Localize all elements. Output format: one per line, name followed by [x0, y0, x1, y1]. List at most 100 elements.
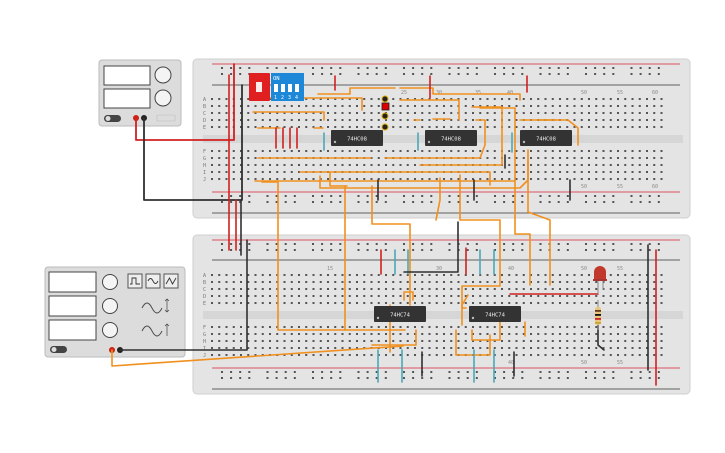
breadboard-hole[interactable]	[293, 67, 296, 69]
breadboard-hole[interactable]	[247, 295, 250, 297]
breadboard-hole[interactable]	[290, 126, 293, 128]
chip-74hc08-2[interactable]: 74HC08	[425, 130, 477, 146]
breadboard-hole[interactable]	[653, 354, 656, 356]
breadboard-hole[interactable]	[399, 164, 402, 166]
breadboard-hole[interactable]	[653, 302, 656, 304]
breadboard-hole[interactable]	[211, 105, 213, 107]
breadboard-hole[interactable]	[646, 347, 648, 349]
breadboard-hole[interactable]	[515, 347, 518, 349]
breadboard-hole[interactable]	[508, 333, 511, 335]
breadboard-hole[interactable]	[660, 295, 663, 297]
breadboard-hole[interactable]	[254, 340, 257, 342]
breadboard-hole[interactable]	[612, 371, 615, 373]
breadboard-hole[interactable]	[479, 326, 482, 328]
breadboard-hole[interactable]	[522, 326, 525, 328]
breadboard-hole[interactable]	[648, 73, 651, 75]
breadboard-hole[interactable]	[457, 333, 460, 335]
breadboard-hole[interactable]	[479, 347, 482, 349]
breadboard-hole[interactable]	[430, 195, 433, 197]
breadboard-hole[interactable]	[624, 354, 627, 356]
breadboard-hole[interactable]	[298, 333, 300, 335]
breadboard-hole[interactable]	[276, 105, 279, 107]
breadboard-hole[interactable]	[290, 288, 293, 290]
breadboard-hole[interactable]	[421, 340, 424, 342]
breadboard-hole[interactable]	[232, 302, 235, 304]
breadboard-hole[interactable]	[319, 150, 322, 152]
breadboard-hole[interactable]	[247, 157, 250, 159]
breadboard-hole[interactable]	[503, 371, 506, 373]
breadboard-hole[interactable]	[428, 105, 431, 107]
breadboard-hole[interactable]	[522, 295, 525, 297]
breadboard-hole[interactable]	[218, 112, 221, 114]
breadboard-hole[interactable]	[508, 150, 511, 152]
breadboard-hole[interactable]	[580, 302, 583, 304]
breadboard-hole[interactable]	[508, 274, 511, 276]
breadboard-hole[interactable]	[617, 126, 619, 128]
breadboard-hole[interactable]	[638, 302, 641, 304]
breadboard-hole[interactable]	[530, 274, 532, 276]
breadboard-hole[interactable]	[421, 377, 424, 379]
breadboard-hole[interactable]	[630, 73, 633, 75]
breadboard-hole[interactable]	[247, 288, 250, 290]
breadboard-hole[interactable]	[247, 112, 250, 114]
breadboard-hole[interactable]	[631, 333, 634, 335]
breadboard-hole[interactable]	[421, 67, 424, 69]
breadboard-hole[interactable]	[221, 73, 223, 75]
breadboard-hole[interactable]	[464, 178, 467, 180]
breadboard-hole[interactable]	[370, 333, 373, 335]
breadboard-hole[interactable]	[573, 302, 576, 304]
breadboard-hole[interactable]	[450, 274, 453, 276]
breadboard-hole[interactable]	[305, 288, 308, 290]
breadboard-hole[interactable]	[603, 371, 606, 373]
breadboard-hole[interactable]	[450, 281, 453, 283]
breadboard-hole[interactable]	[486, 112, 489, 114]
breadboard-hole[interactable]	[457, 371, 460, 373]
breadboard-hole[interactable]	[544, 126, 547, 128]
breadboard-hole[interactable]	[566, 112, 569, 114]
breadboard-hole[interactable]	[494, 67, 496, 69]
breadboard-hole[interactable]	[624, 333, 627, 335]
breadboard-hole[interactable]	[450, 333, 453, 335]
breadboard-hole[interactable]	[240, 105, 242, 107]
breadboard-hole[interactable]	[539, 195, 542, 197]
breadboard-hole[interactable]	[559, 126, 561, 128]
breadboard-hole[interactable]	[414, 347, 416, 349]
breadboard-hole[interactable]	[305, 340, 308, 342]
breadboard-hole[interactable]	[588, 333, 590, 335]
breadboard-hole[interactable]	[428, 326, 431, 328]
breadboard-hole[interactable]	[493, 178, 496, 180]
breadboard-hole[interactable]	[464, 126, 467, 128]
breadboard-hole[interactable]	[450, 150, 453, 152]
breadboard-hole[interactable]	[486, 157, 489, 159]
breadboard-hole[interactable]	[521, 249, 524, 251]
breadboard-hole[interactable]	[624, 288, 627, 290]
breadboard-hole[interactable]	[617, 281, 619, 283]
breadboard-hole[interactable]	[261, 347, 264, 349]
breadboard-hole[interactable]	[648, 201, 651, 203]
breadboard-hole[interactable]	[493, 119, 496, 121]
breadboard-hole[interactable]	[348, 302, 351, 304]
breadboard-hole[interactable]	[261, 150, 264, 152]
breadboard-hole[interactable]	[406, 333, 409, 335]
breadboard-hole[interactable]	[493, 150, 496, 152]
breadboard-hole[interactable]	[211, 164, 213, 166]
breadboard-hole[interactable]	[334, 333, 337, 335]
breadboard-hole[interactable]	[392, 105, 395, 107]
breadboard-hole[interactable]	[653, 157, 656, 159]
breadboard-hole[interactable]	[377, 112, 380, 114]
breadboard-hole[interactable]	[290, 105, 293, 107]
breadboard-hole[interactable]	[466, 249, 469, 251]
breadboard-hole[interactable]	[638, 164, 641, 166]
breadboard-hole[interactable]	[544, 354, 547, 356]
breadboard-hole[interactable]	[218, 354, 221, 356]
breadboard-hole[interactable]	[384, 243, 387, 245]
breadboard-hole[interactable]	[557, 201, 560, 203]
breadboard-hole[interactable]	[330, 195, 333, 197]
breadboard-hole[interactable]	[392, 302, 395, 304]
breadboard-hole[interactable]	[283, 340, 286, 342]
breadboard-hole[interactable]	[559, 333, 561, 335]
breadboard-hole[interactable]	[475, 377, 478, 379]
breadboard-hole[interactable]	[660, 157, 663, 159]
breadboard-hole[interactable]	[334, 112, 337, 114]
breadboard-hole[interactable]	[486, 281, 489, 283]
